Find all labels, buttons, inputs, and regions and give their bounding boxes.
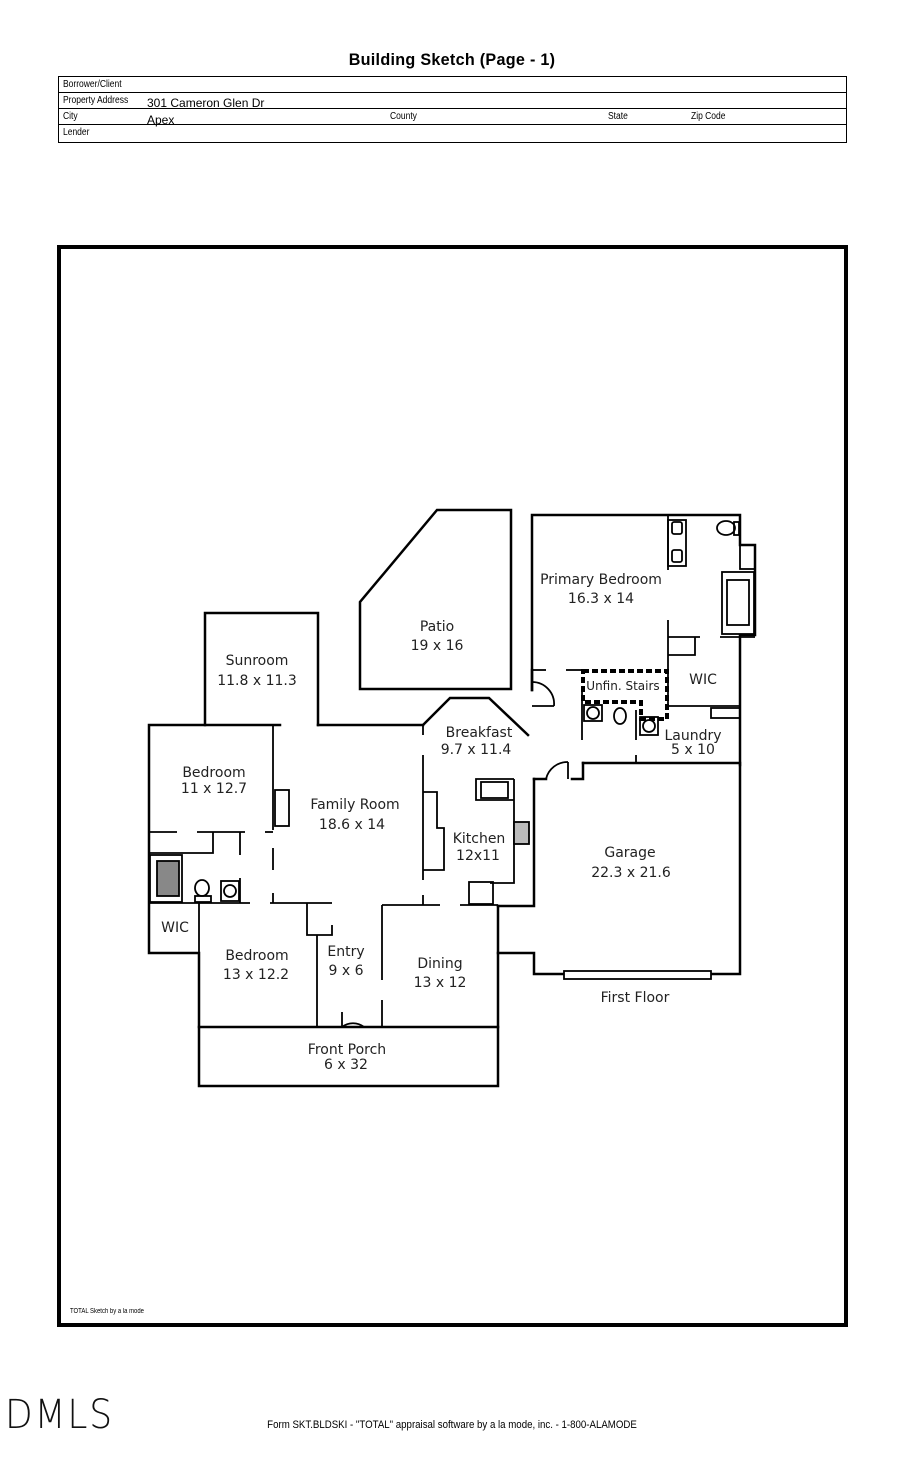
mls-logo: DMLS [5,1392,114,1438]
family-room-name: Family Room [310,797,399,813]
address-row: Property Address 301 Cameron Glen Dr [59,93,846,110]
lender-label: Lender [63,127,90,138]
unfin-stairs-outline [581,669,669,721]
sketch-frame [57,245,848,1327]
address-label: Property Address [63,95,129,106]
laundry-name: Laundry [664,728,721,744]
entry-name: Entry [327,944,364,960]
family-room-dims: 18.6 x 14 [319,817,385,833]
kitchen-name: Kitchen [453,831,506,847]
wic-bedroom-name: WIC [161,920,189,936]
breakfast-name: Breakfast [446,725,513,741]
bedroom-1-dims: 11 x 12.7 [181,781,247,797]
bedroom-2-dims: 13 x 12.2 [223,967,289,983]
property-info-table: Borrower/Client Property Address 301 Cam… [58,76,847,143]
primary-bedroom-dims: 16.3 x 14 [568,591,634,607]
front-porch-name: Front Porch [308,1042,386,1058]
primary-bedroom-name: Primary Bedroom [540,572,662,588]
patio-dims: 19 x 16 [411,638,464,654]
breakfast-dims: 9.7 x 11.4 [441,742,512,758]
sunroom-dims: 11.8 x 11.3 [217,673,297,689]
patio-outline [358,508,513,691]
dining-dims: 13 x 12 [414,975,467,991]
garage-dims: 22.3 x 21.6 [591,865,671,881]
kitchen-dims: 12x11 [456,848,500,864]
page-title: Building Sketch (Page - 1) [348,50,556,69]
floor-label: First Floor [601,990,670,1006]
city-value: Apex [147,113,175,127]
lender-row: Lender [59,125,846,141]
unfin-stairs-name: Unfin. Stairs [586,679,659,693]
dining-name: Dining [417,956,462,972]
wic-primary-name: WIC [689,672,717,688]
laundry-dims: 5 x 10 [671,742,715,758]
city-label: City [63,111,78,122]
sunroom-name: Sunroom [226,653,289,669]
bedroom-2-name: Bedroom [225,948,288,964]
city-row: City Apex County State Zip Code [59,109,846,127]
form-footer: Form SKT.BLDSKI - "TOTAL" appraisal soft… [267,1419,637,1431]
entry-dims: 9 x 6 [329,963,364,979]
borrower-row: Borrower/Client [59,77,846,93]
borrower-label: Borrower/Client [63,79,122,90]
sketch-software-note: TOTAL Sketch by a la mode [70,1308,144,1315]
state-label: State [608,111,628,122]
garage-name: Garage [604,845,655,861]
address-value: 301 Cameron Glen Dr [147,96,265,110]
patio-name: Patio [420,619,454,635]
county-label: County [390,111,417,122]
bedroom-1-name: Bedroom [182,765,245,781]
front-porch-dims: 6 x 32 [324,1057,368,1073]
zip-label: Zip Code [691,111,726,122]
